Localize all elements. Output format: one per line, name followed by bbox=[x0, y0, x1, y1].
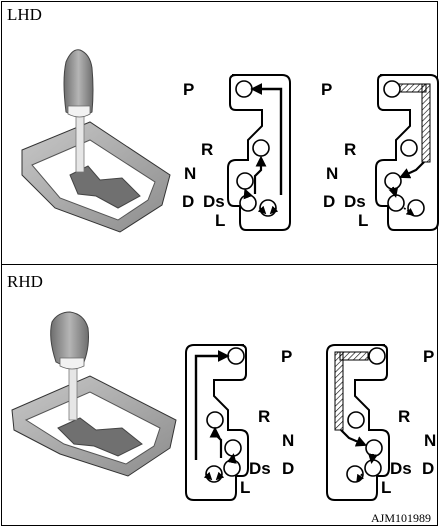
gear-label-p: P bbox=[281, 347, 292, 366]
gear-label-l: L bbox=[240, 478, 250, 497]
gear-label-l: L bbox=[381, 478, 391, 497]
rhd-label: RHD bbox=[7, 272, 43, 291]
gear-label-d: D bbox=[323, 192, 335, 211]
gear-label-p: P bbox=[183, 80, 194, 99]
gear-label-d: D bbox=[182, 192, 194, 211]
gear-label-r: R bbox=[258, 407, 270, 426]
rhd-shifter-illustration bbox=[11, 311, 177, 477]
gear-label-l: L bbox=[215, 211, 225, 230]
gear-label-d: D bbox=[282, 459, 294, 478]
lhd-gate-2-labels: P R N D Ds L bbox=[321, 80, 368, 230]
rhd-gate-2 bbox=[326, 344, 390, 501]
lhd-gate-1-labels: P R N D Ds L bbox=[182, 80, 225, 230]
gear-label-l: L bbox=[358, 211, 368, 230]
gear-label-n: N bbox=[184, 164, 196, 183]
gear-label-n: N bbox=[326, 164, 338, 183]
rhd-gate-2-labels: P R N Ds D L bbox=[381, 347, 436, 497]
rhd-gate-1 bbox=[185, 344, 249, 501]
gear-label-ds: Ds bbox=[203, 192, 225, 211]
gear-label-r: R bbox=[201, 140, 213, 159]
gear-label-d: D bbox=[422, 459, 434, 478]
gear-label-p: P bbox=[321, 80, 332, 99]
rhd-gate-1-labels: P R N Ds D L bbox=[240, 347, 294, 497]
gear-label-r: R bbox=[344, 140, 356, 159]
gear-label-ds: Ds bbox=[390, 459, 412, 478]
lhd-gate-1 bbox=[227, 74, 291, 231]
gear-label-n: N bbox=[424, 431, 436, 450]
figure-code: AJM101989 bbox=[370, 511, 431, 525]
gear-label-n: N bbox=[282, 431, 294, 450]
lhd-shifter-illustration bbox=[21, 49, 171, 233]
gear-label-ds: Ds bbox=[249, 459, 271, 478]
gear-label-r: R bbox=[398, 407, 410, 426]
lhd-gate-2 bbox=[375, 74, 439, 231]
gear-label-p: P bbox=[423, 347, 434, 366]
section-divider bbox=[1, 264, 438, 265]
gear-label-ds: Ds bbox=[344, 192, 366, 211]
lhd-label: LHD bbox=[7, 5, 42, 24]
